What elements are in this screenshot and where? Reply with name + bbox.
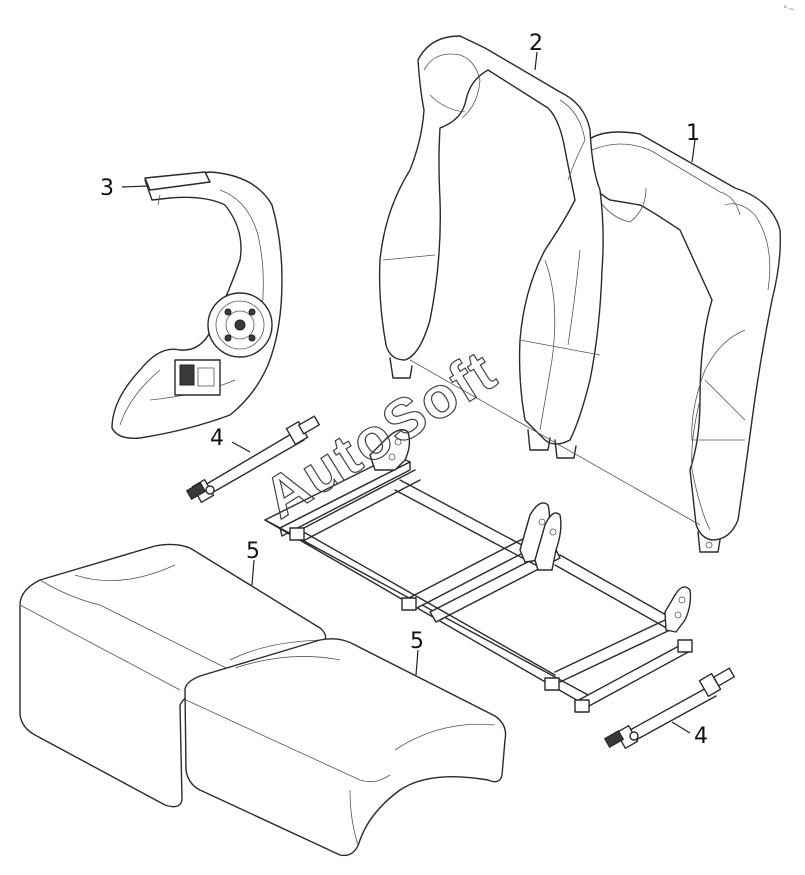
seat-cushion-right bbox=[184, 638, 507, 857]
callout-5-upper: 5 bbox=[246, 539, 260, 564]
seat-back-right bbox=[585, 131, 781, 553]
callout-5-lower: 5 bbox=[410, 629, 424, 654]
leader-5a bbox=[251, 559, 255, 586]
callouts: 1 2 3 4 4 5 5 °~ bbox=[100, 5, 795, 749]
leader-3 bbox=[121, 185, 149, 188]
callout-2: 2 bbox=[529, 31, 543, 56]
corner-mark: °~ bbox=[783, 5, 795, 15]
adjuster-rod-lower bbox=[603, 667, 735, 749]
leader-lines bbox=[121, 51, 696, 734]
leader-4a bbox=[231, 441, 251, 453]
callout-4-upper: 4 bbox=[210, 426, 224, 451]
side-trim-panel bbox=[111, 171, 283, 439]
leader-5b bbox=[415, 649, 419, 676]
leader-2 bbox=[534, 51, 538, 71]
leader-1 bbox=[691, 139, 696, 163]
seat-frame bbox=[264, 429, 693, 713]
callout-4-lower: 4 bbox=[694, 724, 708, 749]
leader-4b bbox=[671, 721, 691, 734]
adjuster-rod-upper bbox=[185, 415, 320, 503]
callout-1: 1 bbox=[686, 121, 700, 146]
seat-back-left bbox=[378, 35, 701, 526]
callout-3: 3 bbox=[100, 176, 114, 201]
